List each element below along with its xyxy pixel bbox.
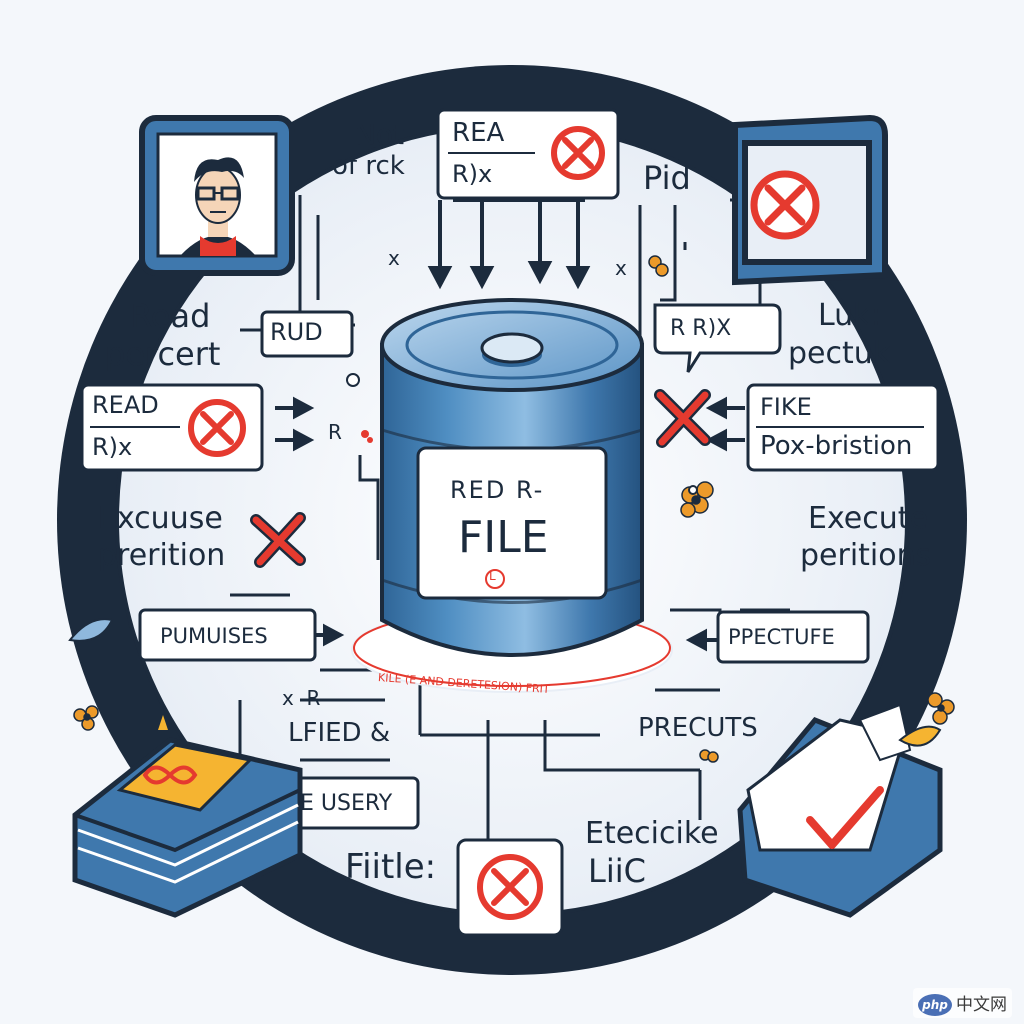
forbidden-icon xyxy=(551,126,605,180)
forbidden-icon xyxy=(188,399,246,457)
x-mark-left: x xyxy=(388,246,400,270)
monitor-forbidden-panel xyxy=(732,114,888,286)
dot-icon xyxy=(346,373,360,387)
bottom-forbidden-box xyxy=(456,838,564,937)
rrx-bubble xyxy=(653,303,782,373)
xr-label: x R xyxy=(282,686,321,710)
excuse-line1: Excuuse xyxy=(98,501,223,536)
paper-document-icon xyxy=(737,703,943,918)
fike-box-line1: FIKE xyxy=(760,393,812,421)
top-note-line1: Not xyxy=(355,118,405,151)
arrow-group-right xyxy=(685,396,745,652)
rud-box xyxy=(260,310,354,358)
dot-icon xyxy=(688,485,698,495)
excuse-line2: prerition xyxy=(98,538,226,573)
left-read-box xyxy=(80,383,264,472)
rud-box-label: RUD xyxy=(270,318,323,346)
flower-icon xyxy=(927,692,955,725)
checkmark-icon xyxy=(806,786,884,849)
left-read-box-line2: R)x xyxy=(92,433,133,461)
fiitle-label: Fiitle: xyxy=(345,847,437,887)
leaf-icon xyxy=(898,725,942,747)
monitor-user-panel xyxy=(139,115,295,276)
left-read-box-line1: READ xyxy=(92,391,159,419)
leaf-icon xyxy=(68,618,114,642)
top-note-line2: of rck xyxy=(332,151,405,181)
flower-icon xyxy=(73,705,99,731)
cylinder-label-line2: FILE xyxy=(458,512,549,563)
red-cross-icon xyxy=(250,512,306,568)
top-read-box xyxy=(436,108,620,200)
purpose-box-label: PUMUISES xyxy=(160,624,268,648)
flower-icon xyxy=(361,430,373,443)
top-right-label: Pid xyxy=(643,159,691,197)
flower-icon xyxy=(648,255,669,277)
flower-icon xyxy=(699,749,719,763)
cylinder-label-line1: RED R- xyxy=(450,476,545,504)
usery-box-label: E USERY xyxy=(300,791,393,816)
luk-line1: Luk: xyxy=(818,298,881,333)
fike-box-line2: Pox-bristion xyxy=(760,431,913,461)
etecicike-line1: Etecicike xyxy=(585,816,719,851)
forbidden-icon xyxy=(750,170,820,240)
top-box-line1: REA xyxy=(452,118,505,148)
luk-line2: pectuk xyxy=(788,336,891,371)
ppecture-box-label: PPECTUFE xyxy=(728,625,835,649)
read-label-line1: Read xyxy=(130,297,211,335)
rb-mark: R xyxy=(328,420,342,444)
ppecture-box xyxy=(716,610,870,664)
book-icon xyxy=(72,715,303,918)
forbidden-icon xyxy=(477,854,543,920)
file-cylinder-icon xyxy=(351,298,673,693)
user-portrait-icon xyxy=(180,157,256,256)
precuts-label: PRECUTS xyxy=(638,713,758,743)
rrx-bubble-label: R R)X xyxy=(670,316,732,341)
read-label-line2: percert xyxy=(105,335,221,373)
cylinder-label-mark: L xyxy=(489,569,496,583)
x-mark-right: x xyxy=(615,256,627,280)
top-box-line2: R)x xyxy=(452,160,493,188)
red-cross-icon xyxy=(654,389,711,448)
php-logo-icon: php xyxy=(918,994,952,1016)
lfied-label: LFIED & xyxy=(288,718,391,748)
execute-line2: peritions xyxy=(800,538,932,573)
purpose-box xyxy=(138,608,317,662)
execute-line1: Execute xyxy=(808,501,928,536)
watermark-text: 中文网 xyxy=(956,995,1007,1015)
etecicike-line2: LiiC xyxy=(588,852,646,890)
